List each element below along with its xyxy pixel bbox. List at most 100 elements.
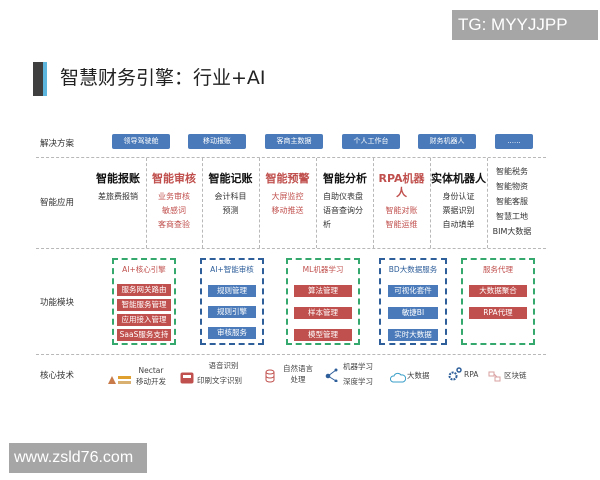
module-bd: BD大数据服务 可视化套件 敏捷BI 实时大数据 xyxy=(379,258,447,345)
column-divider xyxy=(373,158,374,248)
app-title: 智能记账 xyxy=(208,172,253,185)
module-title: 服务代理 xyxy=(483,265,513,274)
module-item: 算法管理 xyxy=(294,285,352,297)
module-item: 模型管理 xyxy=(294,329,352,341)
app-item: 语音查询分 xyxy=(323,206,363,215)
app-item: 差旅费报销 xyxy=(98,192,138,201)
solution-button-3[interactable]: 客商主数据 xyxy=(265,134,323,149)
database-icon xyxy=(265,368,275,387)
title-accent-stripe xyxy=(43,62,47,96)
watermark-top: TG: MYYJJPP xyxy=(452,10,598,40)
app-title: 智能报账 xyxy=(96,172,140,185)
module-item: 可视化套件 xyxy=(388,285,438,297)
tech-nlp: 自然语言 处理 xyxy=(283,363,313,385)
app-item: 智能税务 xyxy=(496,167,528,176)
page-title: 智慧财务引擎：行业+AI xyxy=(60,67,266,89)
module-item: 审核服务 xyxy=(208,327,256,339)
module-item: SaaS服务支持 xyxy=(117,329,171,341)
app-item: 自助仪表盘 xyxy=(323,192,363,201)
app-item: 自动填单 xyxy=(442,220,475,229)
module-item: 实时大数据 xyxy=(388,329,438,341)
tech-big-data: 大数据 xyxy=(407,371,430,380)
tech-label: 机器学习 xyxy=(343,362,373,371)
watermark-bottom: www.zsld76.com xyxy=(9,443,147,473)
app-item: 智能运维 xyxy=(385,220,418,229)
row-label-core-tech: 核心技术 xyxy=(40,371,75,381)
app-title: 实体机器人 xyxy=(431,172,486,185)
app-column-3: 智能记账 会计科目 预测 xyxy=(202,158,259,248)
app-title: 智能预警 xyxy=(265,172,310,185)
module-title: AI+核心引擎 xyxy=(122,265,166,274)
tech-label: Nectar xyxy=(138,366,164,375)
module-title: BD大数据服务 xyxy=(388,265,438,274)
app-item: 移动推送 xyxy=(271,206,304,215)
row-label-applications: 智能应用 xyxy=(40,198,75,208)
solution-button-1[interactable]: 领导驾驶舱 xyxy=(112,134,170,149)
solution-button-4[interactable]: 个人工作台 xyxy=(342,134,400,149)
app-item: 析 xyxy=(323,220,331,229)
app-title: 智能分析 xyxy=(323,172,367,185)
tech-label: 印刷文字识别 xyxy=(197,376,242,385)
cloud-icon xyxy=(389,369,407,388)
app-item: 预测 xyxy=(222,206,239,215)
app-item: 智能对账 xyxy=(385,206,418,215)
app-column-2: 智能审核 业务审核 敏感词 客商查验 xyxy=(146,158,202,248)
blockchain-icon xyxy=(488,368,502,387)
module-item: RPA代理 xyxy=(469,307,527,319)
column-divider xyxy=(487,158,488,248)
tech-rpa: RPA xyxy=(464,370,479,379)
module-ml: ML机器学习 算法管理 样本管理 模型管理 xyxy=(286,258,360,345)
divider xyxy=(36,354,546,355)
tech-nectar: Nectar 移动开发 xyxy=(136,365,166,387)
divider xyxy=(36,157,546,158)
column-divider xyxy=(146,158,147,248)
network-icon xyxy=(325,367,339,386)
column-divider xyxy=(202,158,203,248)
solution-button-2[interactable]: 移动报账 xyxy=(188,134,246,149)
app-column-1: 智能报账 差旅费报销 xyxy=(88,158,148,248)
module-item: 规则管理 xyxy=(208,285,256,297)
app-title: RPA机器人 xyxy=(378,172,425,199)
inbox-icon xyxy=(180,369,194,388)
row-label-modules: 功能模块 xyxy=(40,298,75,308)
app-item: 敏感词 xyxy=(162,206,186,215)
tech-label: 处理 xyxy=(290,375,306,384)
module-item: 敏捷BI xyxy=(388,307,438,319)
module-item: 应用接入管理 xyxy=(117,314,171,326)
solution-button-more[interactable]: ...... xyxy=(495,134,533,149)
title-accent-bar xyxy=(33,62,43,96)
module-item: 样本管理 xyxy=(294,307,352,319)
module-ai-smart-audit: AI+智能审核 规则管理 规则引擎 审核服务 xyxy=(200,258,264,345)
app-column-5: 智能分析 自助仪表盘 语音查询分 析 xyxy=(316,158,373,248)
app-column-4: 智能预警 大屏监控 移动推送 xyxy=(259,158,316,248)
app-title: 智能审核 xyxy=(152,172,196,185)
tech-label: 移动开发 xyxy=(136,377,166,386)
tech-blockchain: 区块链 xyxy=(504,371,527,380)
app-item: BIM大数据 xyxy=(492,227,532,236)
column-divider xyxy=(430,158,431,248)
app-item: 智能客服 xyxy=(496,197,528,206)
app-column-8: 智能税务 智能物资 智能客服 智慧工地 BIM大数据 xyxy=(487,158,537,248)
gears-icon xyxy=(448,366,462,385)
column-divider xyxy=(259,158,260,248)
tech-ml: 机器学习 深度学习 xyxy=(343,361,373,387)
tech-label: 深度学习 xyxy=(343,377,373,386)
app-column-7: 实体机器人 身份认证 票据识别 自动填单 xyxy=(430,158,487,248)
tech-label: 语音识别 xyxy=(208,361,239,370)
app-item: 大屏监控 xyxy=(271,192,304,201)
divider xyxy=(36,248,546,249)
module-ai-core-engine: AI+核心引擎 服务网关路由 智能服务管理 应用接入管理 SaaS服务支持 xyxy=(112,258,176,345)
app-column-6: RPA机器人 智能对账 智能运维 xyxy=(373,158,430,248)
module-title: AI+智能审核 xyxy=(210,265,254,274)
module-title: ML机器学习 xyxy=(302,265,344,274)
app-item: 会计科目 xyxy=(214,192,247,201)
app-item: 智慧工地 xyxy=(496,212,528,221)
module-item: 智能服务管理 xyxy=(117,299,171,311)
tech-label: 自然语言 xyxy=(283,364,313,373)
app-item: 智能物资 xyxy=(496,182,528,191)
module-item: 服务网关路由 xyxy=(117,284,171,296)
app-item: 身份认证 xyxy=(442,192,475,201)
module-item: 大数据聚合 xyxy=(469,285,527,297)
solution-button-5[interactable]: 财务机器人 xyxy=(418,134,476,149)
row-label-solutions: 解决方案 xyxy=(40,139,75,149)
